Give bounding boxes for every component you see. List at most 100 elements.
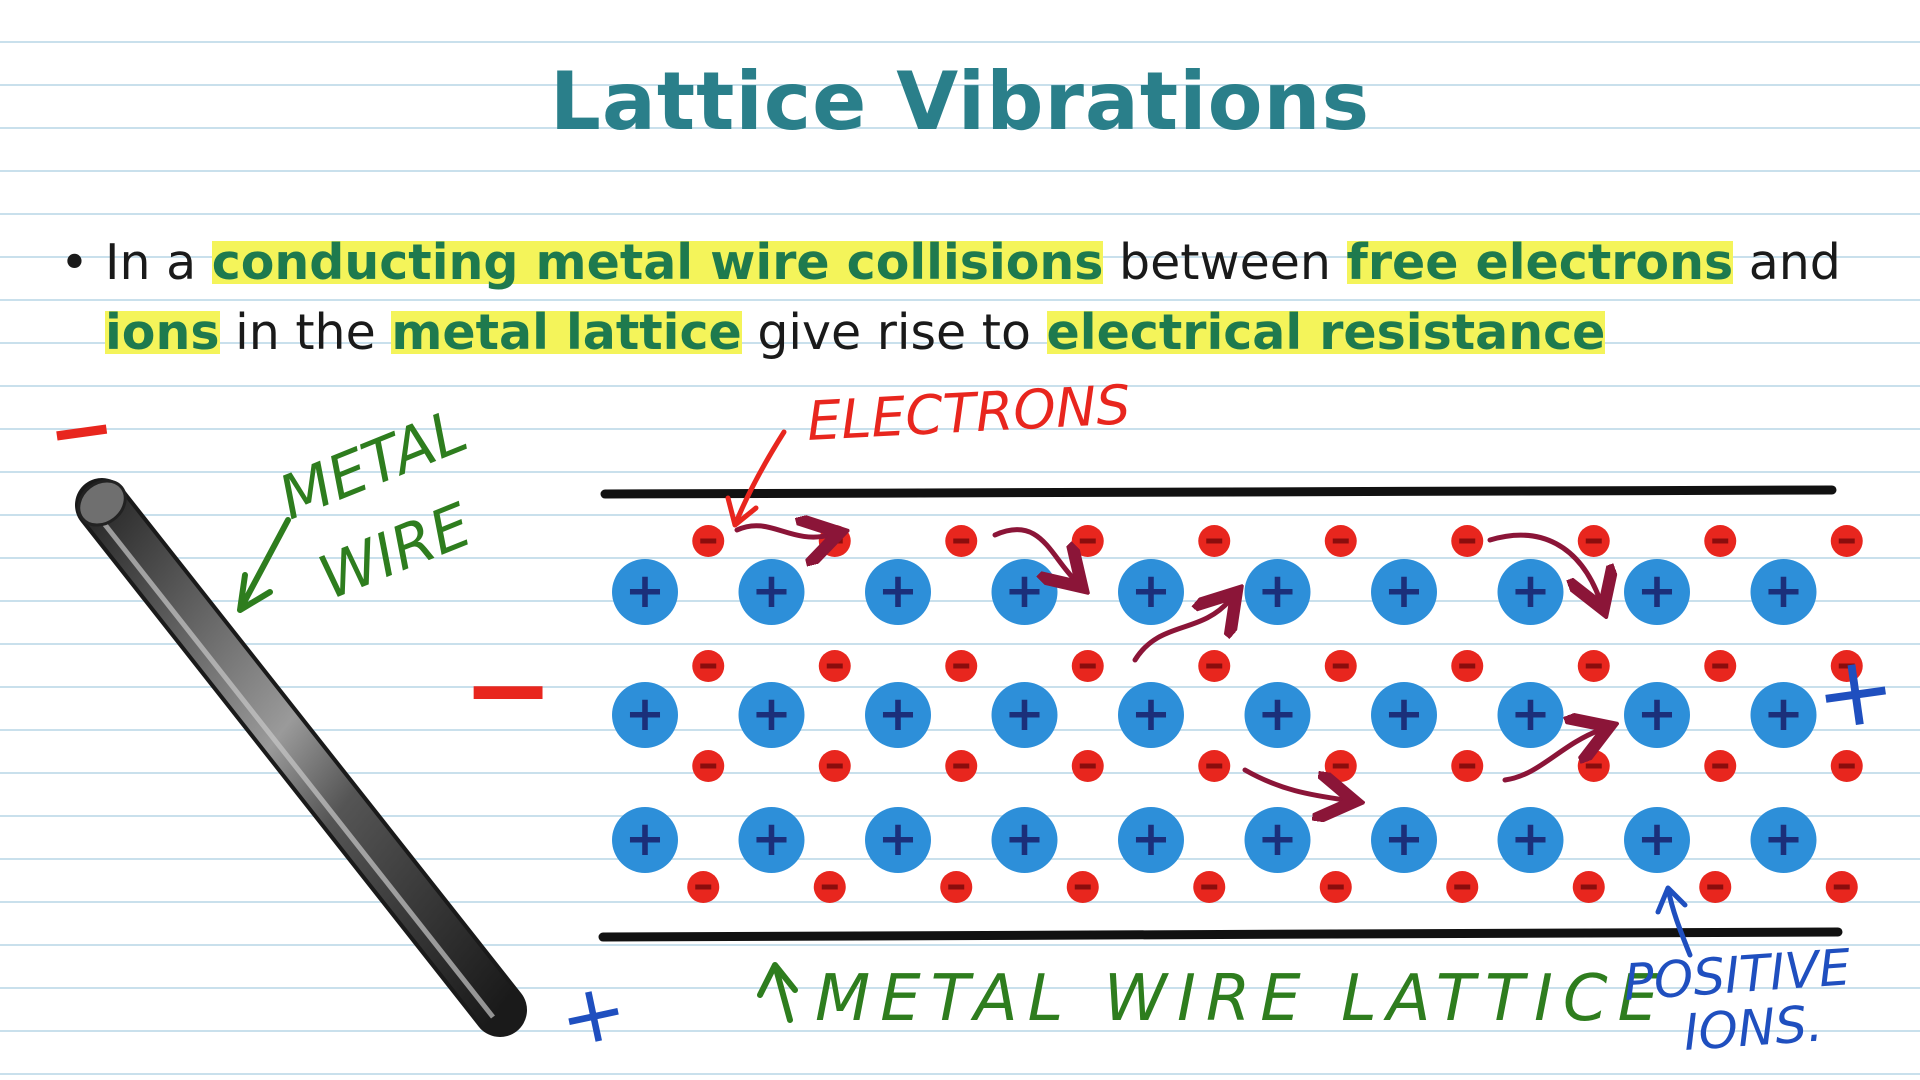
free-electron xyxy=(692,650,725,682)
free-electron xyxy=(1699,871,1732,903)
svg-text:+: + xyxy=(1763,686,1803,742)
free-electron xyxy=(1071,750,1104,782)
highlight-electrical-resistance: electrical resistance xyxy=(1046,304,1606,361)
positive-ion: + xyxy=(991,559,1058,625)
positive-ion: + xyxy=(612,559,678,625)
free-electron xyxy=(940,871,973,903)
electron-path-arrow xyxy=(1242,767,1345,800)
svg-text:+: + xyxy=(1637,686,1677,742)
free-electron xyxy=(1577,525,1610,557)
free-electron xyxy=(1066,871,1099,903)
positive-ion: + xyxy=(1118,559,1184,625)
plus-sign-bottom: + xyxy=(551,962,636,1067)
free-electron xyxy=(1704,525,1737,557)
free-electron xyxy=(1324,750,1357,782)
free-electron xyxy=(818,525,851,557)
plus-sign-right: + xyxy=(1808,631,1903,753)
positive-ion: + xyxy=(1750,682,1817,748)
bullet-text: In a conducting metal wire collisions be… xyxy=(105,228,1905,368)
bullet-segment: give rise to xyxy=(741,304,1047,361)
svg-text:+: + xyxy=(1131,686,1171,742)
positive-ion: + xyxy=(1244,559,1311,625)
electron-path-arrow xyxy=(1132,600,1230,663)
free-electron xyxy=(1324,525,1357,557)
positive-ion: + xyxy=(1497,682,1564,748)
positive-ion: + xyxy=(738,682,805,748)
free-electron xyxy=(1193,871,1226,903)
positive-ion: + xyxy=(1371,682,1437,748)
svg-text:+: + xyxy=(878,686,918,742)
lattice-top-boundary xyxy=(600,485,1837,499)
svg-text:+: + xyxy=(625,563,665,619)
free-electron xyxy=(692,525,725,557)
positive-ion: + xyxy=(991,807,1058,873)
free-electron xyxy=(1572,871,1605,903)
minus-sign-top-left: − xyxy=(42,379,121,480)
svg-text:+: + xyxy=(751,811,791,867)
free-electron xyxy=(1071,650,1104,682)
free-electron xyxy=(1704,650,1737,682)
electron-path-arrow xyxy=(734,526,830,537)
electrons-label: ELECTRONS xyxy=(805,373,1132,453)
free-electron xyxy=(1830,650,1863,682)
free-electron xyxy=(1324,650,1357,682)
free-electron xyxy=(1577,650,1610,682)
svg-text:+: + xyxy=(1004,686,1044,742)
positive-ion: + xyxy=(865,559,931,625)
svg-text:+: + xyxy=(1637,811,1677,867)
electrons-pointer-arrow xyxy=(725,429,787,528)
free-electron xyxy=(1071,525,1104,557)
free-electron xyxy=(945,750,978,782)
free-electron xyxy=(1704,750,1737,782)
free-electron xyxy=(818,650,851,682)
free-electron xyxy=(818,750,851,782)
electron-grid xyxy=(687,525,1863,903)
positive-ion: + xyxy=(1624,559,1690,625)
svg-text:+: + xyxy=(878,563,918,619)
electron-path-arrow xyxy=(1502,730,1600,783)
free-electron xyxy=(1825,871,1858,903)
highlight-metal-lattice: metal lattice xyxy=(391,304,742,361)
highlight-free-electrons: free electrons xyxy=(1346,234,1734,291)
free-electron xyxy=(1830,750,1863,782)
free-electron xyxy=(687,871,720,903)
positive-ion: + xyxy=(1118,807,1184,873)
positive-ion: + xyxy=(1244,807,1311,873)
positive-ion: + xyxy=(1750,559,1817,625)
svg-text:+: + xyxy=(1257,686,1297,742)
svg-text:+: + xyxy=(1384,811,1424,867)
svg-text:+: + xyxy=(1131,563,1171,619)
positive-ion: + xyxy=(1624,682,1690,748)
free-electron xyxy=(692,750,725,782)
highlight-conducting-collisions: conducting metal wire collisions xyxy=(211,234,1104,291)
lattice-pointer-arrow xyxy=(757,962,798,1023)
svg-text:+: + xyxy=(751,686,791,742)
svg-text:+: + xyxy=(878,811,918,867)
lattice-bottom-boundary xyxy=(598,927,1843,942)
positive-ion: + xyxy=(865,807,931,873)
svg-text:+: + xyxy=(1637,563,1677,619)
svg-text:+: + xyxy=(625,686,665,742)
svg-text:+: + xyxy=(1510,563,1550,619)
svg-text:+: + xyxy=(1384,563,1424,619)
highlight-ions: ions xyxy=(105,304,220,361)
free-electron xyxy=(1451,750,1484,782)
svg-text:+: + xyxy=(625,811,665,867)
svg-text:+: + xyxy=(1004,563,1044,619)
positive-ions-label-line2: IONS. xyxy=(1682,994,1825,1062)
free-electron xyxy=(1198,525,1231,557)
positive-ion: + xyxy=(612,807,678,873)
free-electron xyxy=(1577,750,1610,782)
metal-wire-rod xyxy=(75,478,527,1037)
bullet-segment: in the xyxy=(219,304,392,361)
positive-ion: + xyxy=(1497,559,1564,625)
free-electron xyxy=(1198,650,1231,682)
page-title: Lattice Vibrations xyxy=(549,55,1371,148)
svg-text:+: + xyxy=(1763,811,1803,867)
svg-text:+: + xyxy=(1510,686,1550,742)
positive-ion: + xyxy=(738,559,805,625)
positive-ion: + xyxy=(738,807,805,873)
svg-text:+: + xyxy=(1257,563,1297,619)
free-electron xyxy=(1451,525,1484,557)
